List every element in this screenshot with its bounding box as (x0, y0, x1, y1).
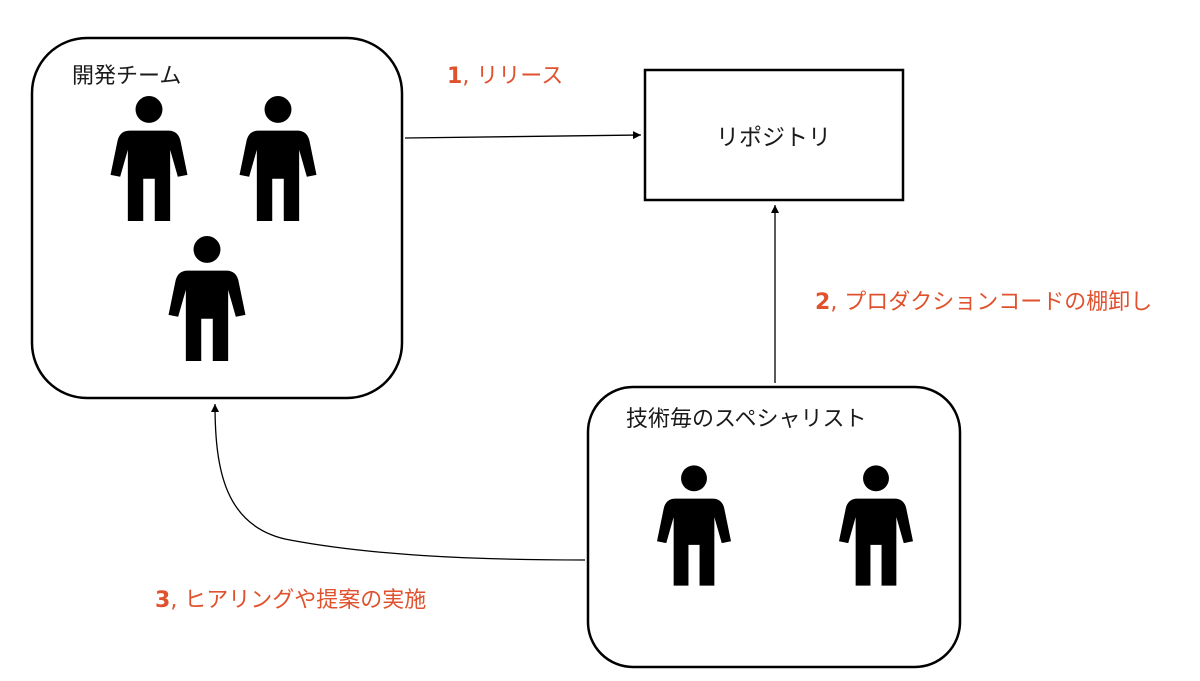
flow-number: 2 (815, 290, 831, 315)
flow-number: 3 (155, 588, 171, 613)
flow-number: 1 (447, 64, 463, 89)
flow-text: , ヒアリングや提案の実施 (170, 588, 427, 613)
flow-label-release: 1, リリース (447, 58, 563, 90)
dev-team-box (30, 36, 404, 400)
consultation-arrow (211, 403, 586, 561)
dev-team-title: 開発チーム (72, 64, 182, 89)
specialists-title: 技術毎のスペシャリスト (626, 407, 867, 432)
flow-text: , プロダクションコードの棚卸し (830, 290, 1153, 315)
repository-label: リポジトリ (716, 125, 831, 151)
flow-label-inventory: 2, プロダクションコードの棚卸し (815, 284, 1152, 316)
repository-box (643, 68, 905, 202)
flow-text: , リリース (462, 64, 564, 89)
specialists-box (586, 385, 962, 669)
flow-label-consultation: 3, ヒアリングや提案の実施 (155, 582, 426, 614)
release-arrow (404, 131, 642, 140)
